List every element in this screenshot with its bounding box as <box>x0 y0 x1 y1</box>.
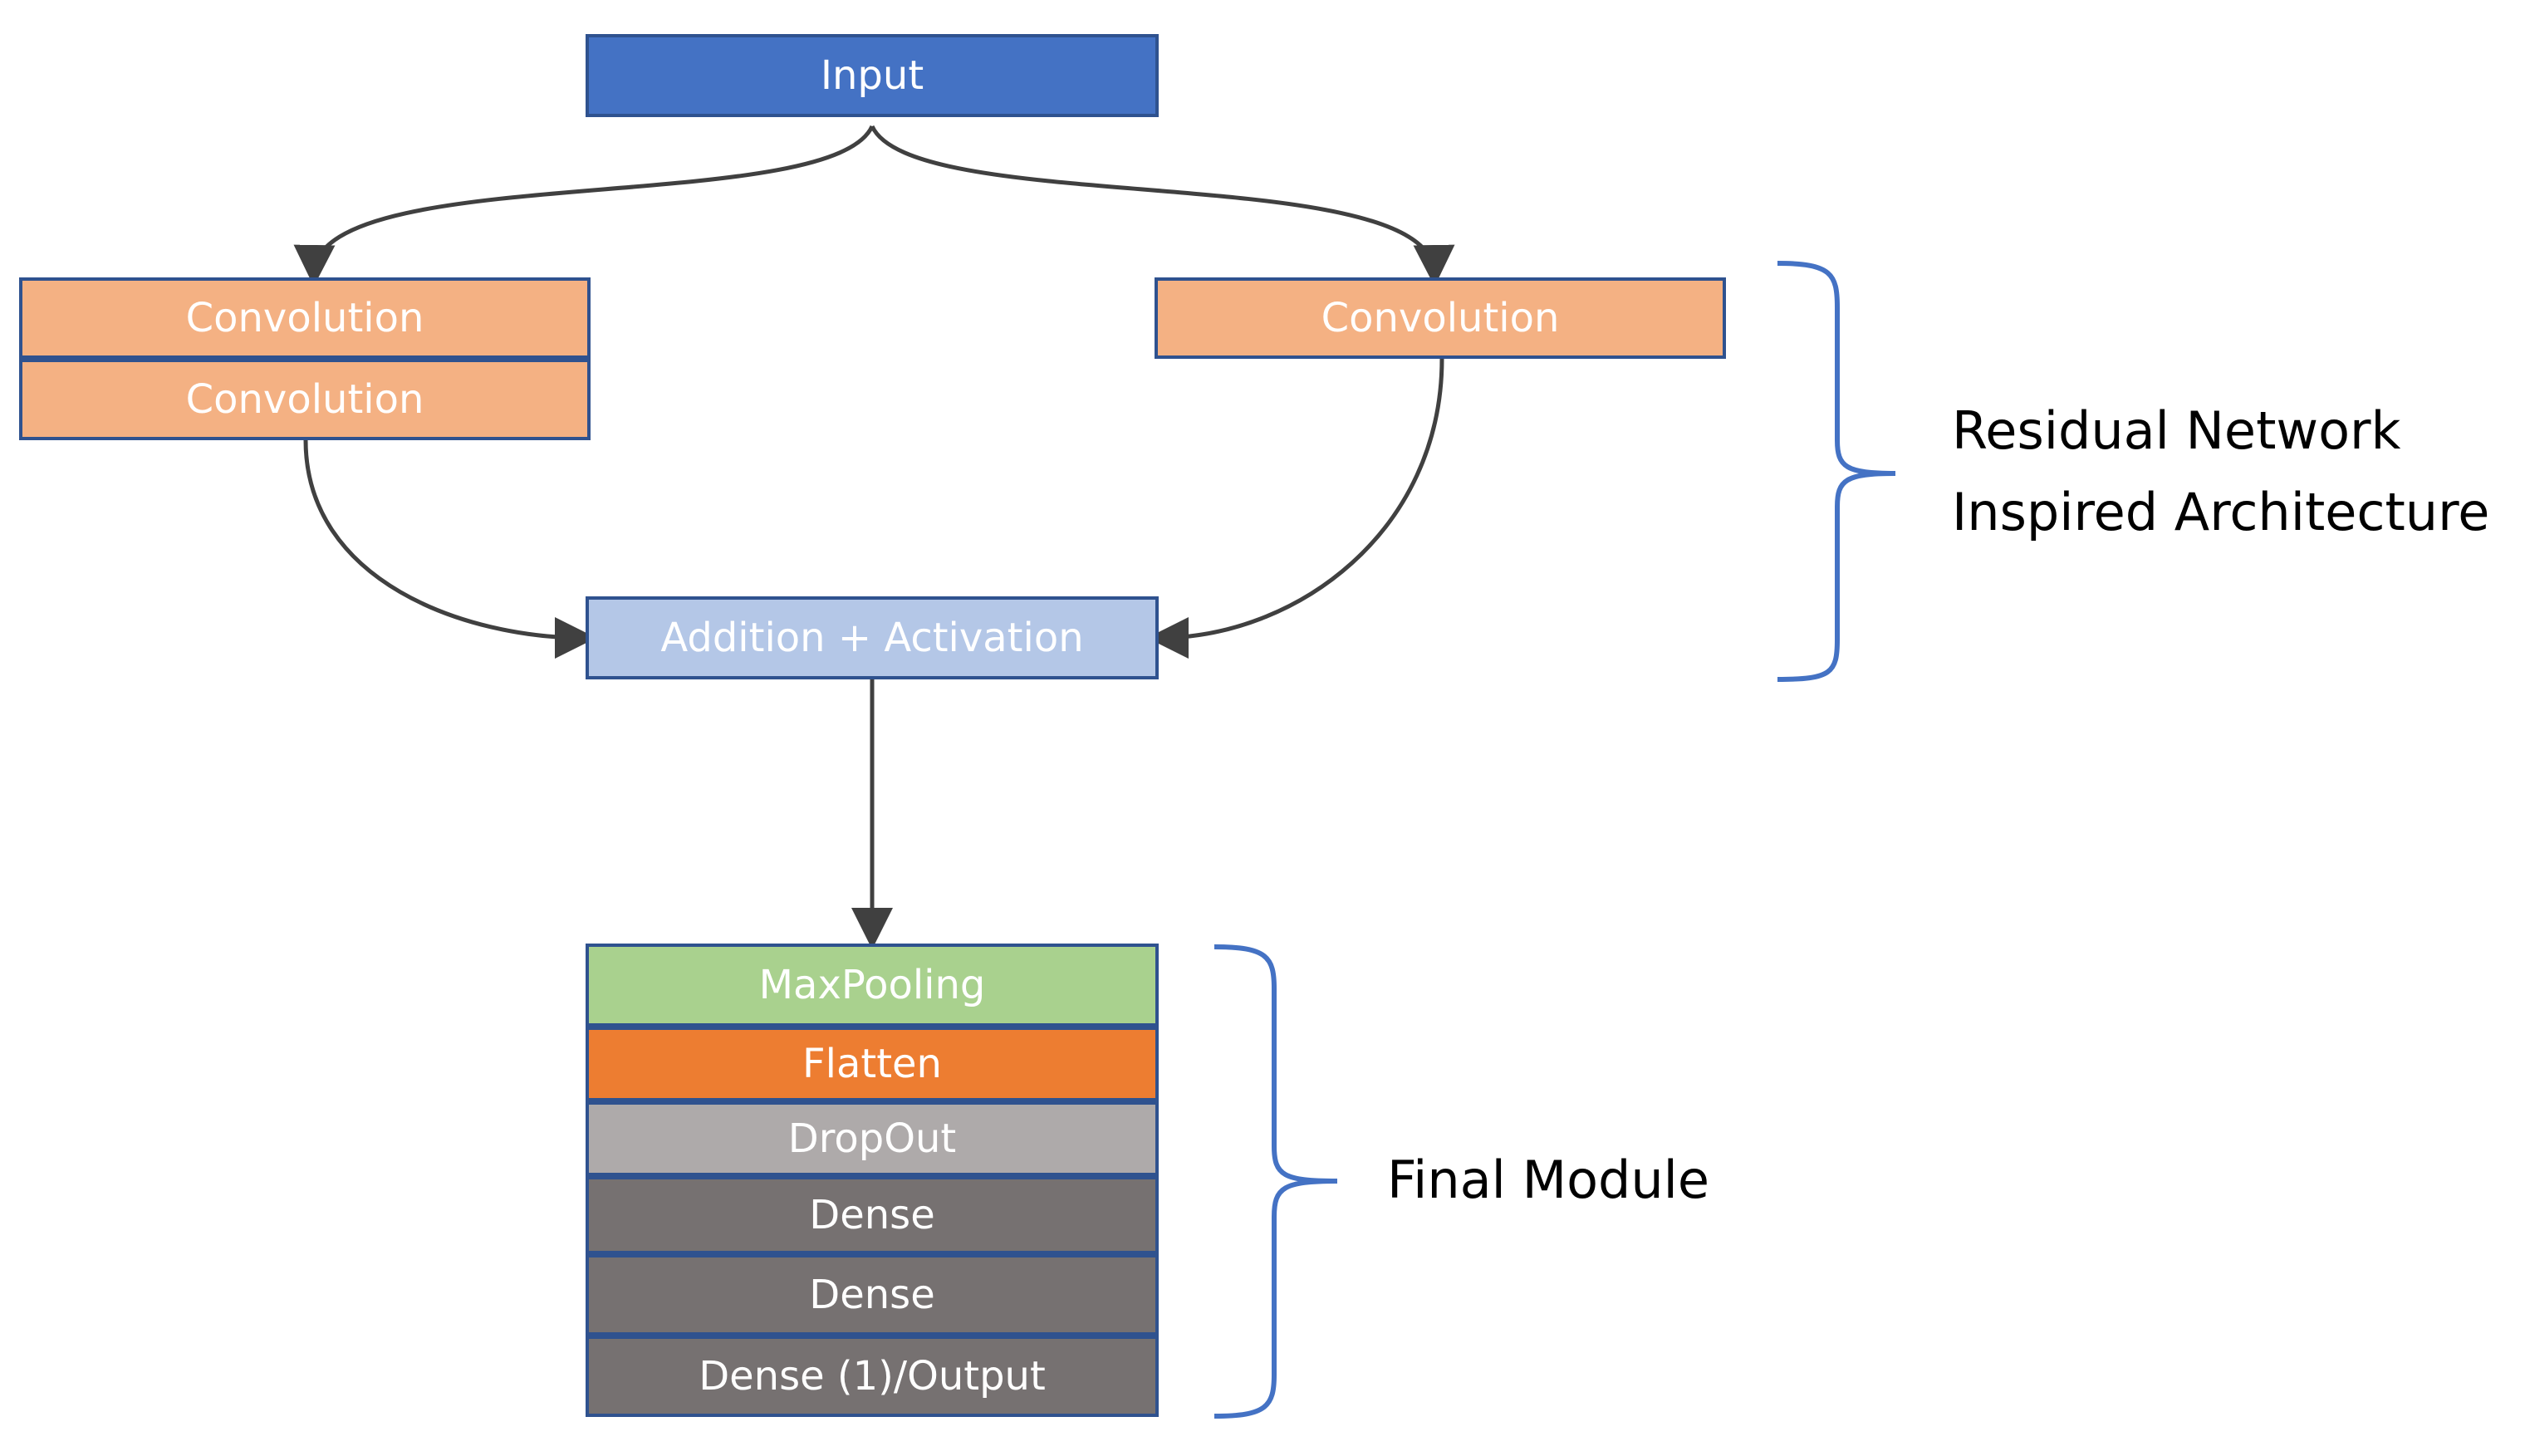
maxpooling-node: MaxPooling <box>586 944 1159 1027</box>
conv-right-node: Convolution <box>1155 277 1726 359</box>
residual-brace <box>1777 261 1896 682</box>
dense-output-label: Dense (1)/Output <box>699 1353 1046 1400</box>
edge-input-to-conv-left <box>293 125 875 287</box>
conv-left-1-node: Convolution <box>19 277 591 359</box>
residual-annotation-line1: Residual Network <box>1952 400 2401 461</box>
edge-input-to-conv-right <box>870 125 1455 287</box>
addition-activation-node: Addition + Activation <box>586 596 1159 679</box>
residual-annotation-line2: Inspired Architecture <box>1952 482 2490 542</box>
edge-conv-left-to-addition <box>303 439 596 659</box>
dense-2-label: Dense <box>809 1272 935 1318</box>
residual-annotation: Residual Network Inspired Architecture <box>1952 390 2489 553</box>
flatten-node: Flatten <box>586 1027 1159 1101</box>
final-module-annotation: Final Module <box>1387 1140 1709 1221</box>
conv-left-2-node: Convolution <box>19 359 591 440</box>
edge-conv-right-to-addition <box>1147 358 1444 659</box>
final-module-brace <box>1213 944 1338 1419</box>
input-node: Input <box>586 34 1159 117</box>
conv-left-2-label: Convolution <box>185 376 424 423</box>
maxpooling-label: MaxPooling <box>758 962 986 1008</box>
flatten-label: Flatten <box>802 1041 942 1087</box>
final-module-annotation-text: Final Module <box>1387 1150 1710 1210</box>
addition-activation-label: Addition + Activation <box>660 615 1084 661</box>
dense-2-node: Dense <box>586 1254 1159 1336</box>
conv-left-1-label: Convolution <box>185 295 424 341</box>
dense-1-label: Dense <box>809 1192 935 1238</box>
conv-right-label: Convolution <box>1321 295 1560 341</box>
input-node-label: Input <box>820 52 924 99</box>
dense-1-node: Dense <box>586 1176 1159 1254</box>
dropout-node: DropOut <box>586 1101 1159 1176</box>
dropout-label: DropOut <box>787 1115 957 1162</box>
dense-output-node: Dense (1)/Output <box>586 1336 1159 1417</box>
